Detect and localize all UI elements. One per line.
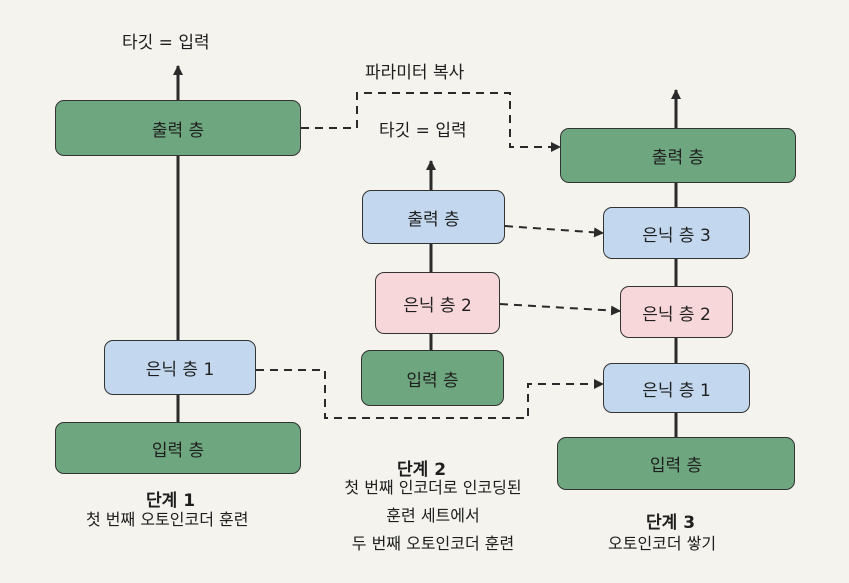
stage3-hidden-layer-2: 은닉 층 2	[620, 286, 733, 338]
copy-stage2-output-to-stage3-hidden3	[504, 225, 604, 238]
stage2-input-layer: 입력 층	[361, 350, 504, 406]
stage2-param-copy-label: 파라미터 복사	[365, 63, 465, 83]
stage1-target-label: 타깃 = 입력	[122, 33, 210, 53]
stage3-output-layer: 출력 층	[560, 128, 796, 183]
stage1-caption-line: 첫 번째 오토인코더 훈련	[86, 510, 249, 529]
stage3-hidden-layer-1: 은닉 층 1	[603, 363, 750, 413]
stage1-caption: 첫 번째 오토인코더 훈련	[86, 506, 248, 534]
stage3-step-title: 단계 3	[646, 513, 696, 533]
stage1-output-layer: 출력 층	[55, 100, 301, 156]
stage3-hidden-layer-3: 은닉 층 3	[603, 207, 750, 259]
copy-stage1-hidden1-to-stage3-hidden1	[256, 369, 604, 419]
stage2-caption: 첫 번째 인코더로 인코딩된 훈련 세트에서 두 번째 오토인코더 훈련	[318, 474, 548, 558]
stage2-hidden-layer-2: 은닉 층 2	[375, 272, 500, 334]
copy-stage2-hidden2-to-stage3-hidden2	[499, 303, 621, 316]
stage1-input-layer: 입력 층	[55, 422, 301, 474]
stage2-caption-line-2: 훈련 세트에서	[386, 506, 480, 525]
stage1-step-title: 단계 1	[146, 491, 196, 511]
stage2-step-title: 단계 2	[397, 460, 447, 480]
stage2-caption-line-1: 첫 번째 인코더로 인코딩된	[344, 478, 522, 497]
stage3-caption: 오토인코더 쌓기	[608, 530, 716, 558]
copy-stage1-output-to-stage3-output	[301, 92, 561, 152]
stage2-output-layer: 출력 층	[362, 190, 505, 244]
stage3-input-layer: 입력 층	[557, 437, 795, 490]
stage3-caption-line: 오토인코더 쌓기	[608, 534, 717, 553]
stage1-hidden-layer-1: 은닉 층 1	[104, 340, 256, 395]
stage2-target-label: 타깃 = 입력	[379, 121, 467, 141]
stage2-caption-line-3: 두 번째 오토인코더 훈련	[351, 534, 515, 553]
